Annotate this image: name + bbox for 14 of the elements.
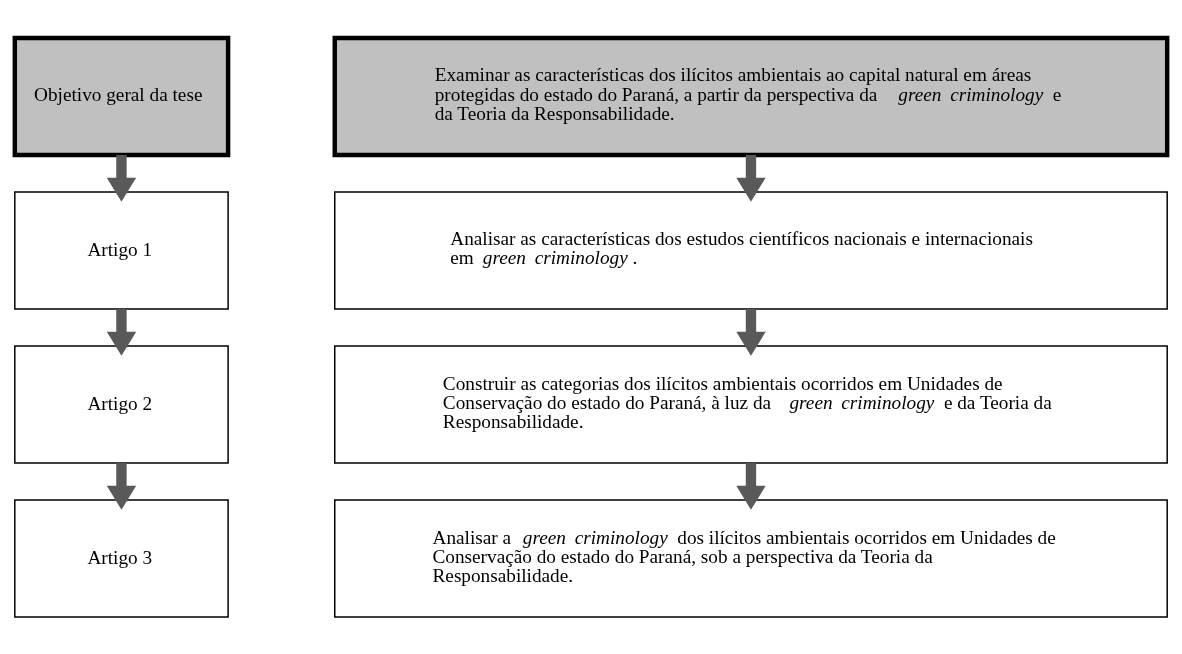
node-box: Construir as categorias dos ilícitos ambientais ocorridos em Unidades de Conservação do estado do Paraná, à luz da green criminology e da Teoria da Responsabilidade. (334, 344, 1168, 464)
arrow (106, 308, 137, 356)
node-box: Objetivo geral da tese (12, 35, 231, 157)
node-box: Artigo 3 (14, 498, 229, 618)
node-box: Artigo 1 (14, 190, 229, 310)
node-box: Analisar a green criminology dos ilícitos ambientais ocorridos em Unidades de Conservação do estado do Paraná, sob a perspectiva da Teoria da Responsabilidade. (334, 498, 1168, 618)
arrow (106, 462, 137, 510)
arrow (736, 462, 766, 510)
arrow (106, 154, 137, 202)
node-box: Examinar as características dos ilícitos ambientais ao capital natural em áreas protegidas do estado do Paraná, a partir da perspectiva da green criminology e da Teoria da Responsabilidade. (332, 35, 1170, 157)
node-box: Artigo 2 (14, 344, 229, 464)
arrow (736, 308, 766, 356)
node-box: Analisar as características dos estudos científicos nacionais e internacionais em green criminology. (334, 190, 1168, 310)
arrow (736, 154, 766, 202)
